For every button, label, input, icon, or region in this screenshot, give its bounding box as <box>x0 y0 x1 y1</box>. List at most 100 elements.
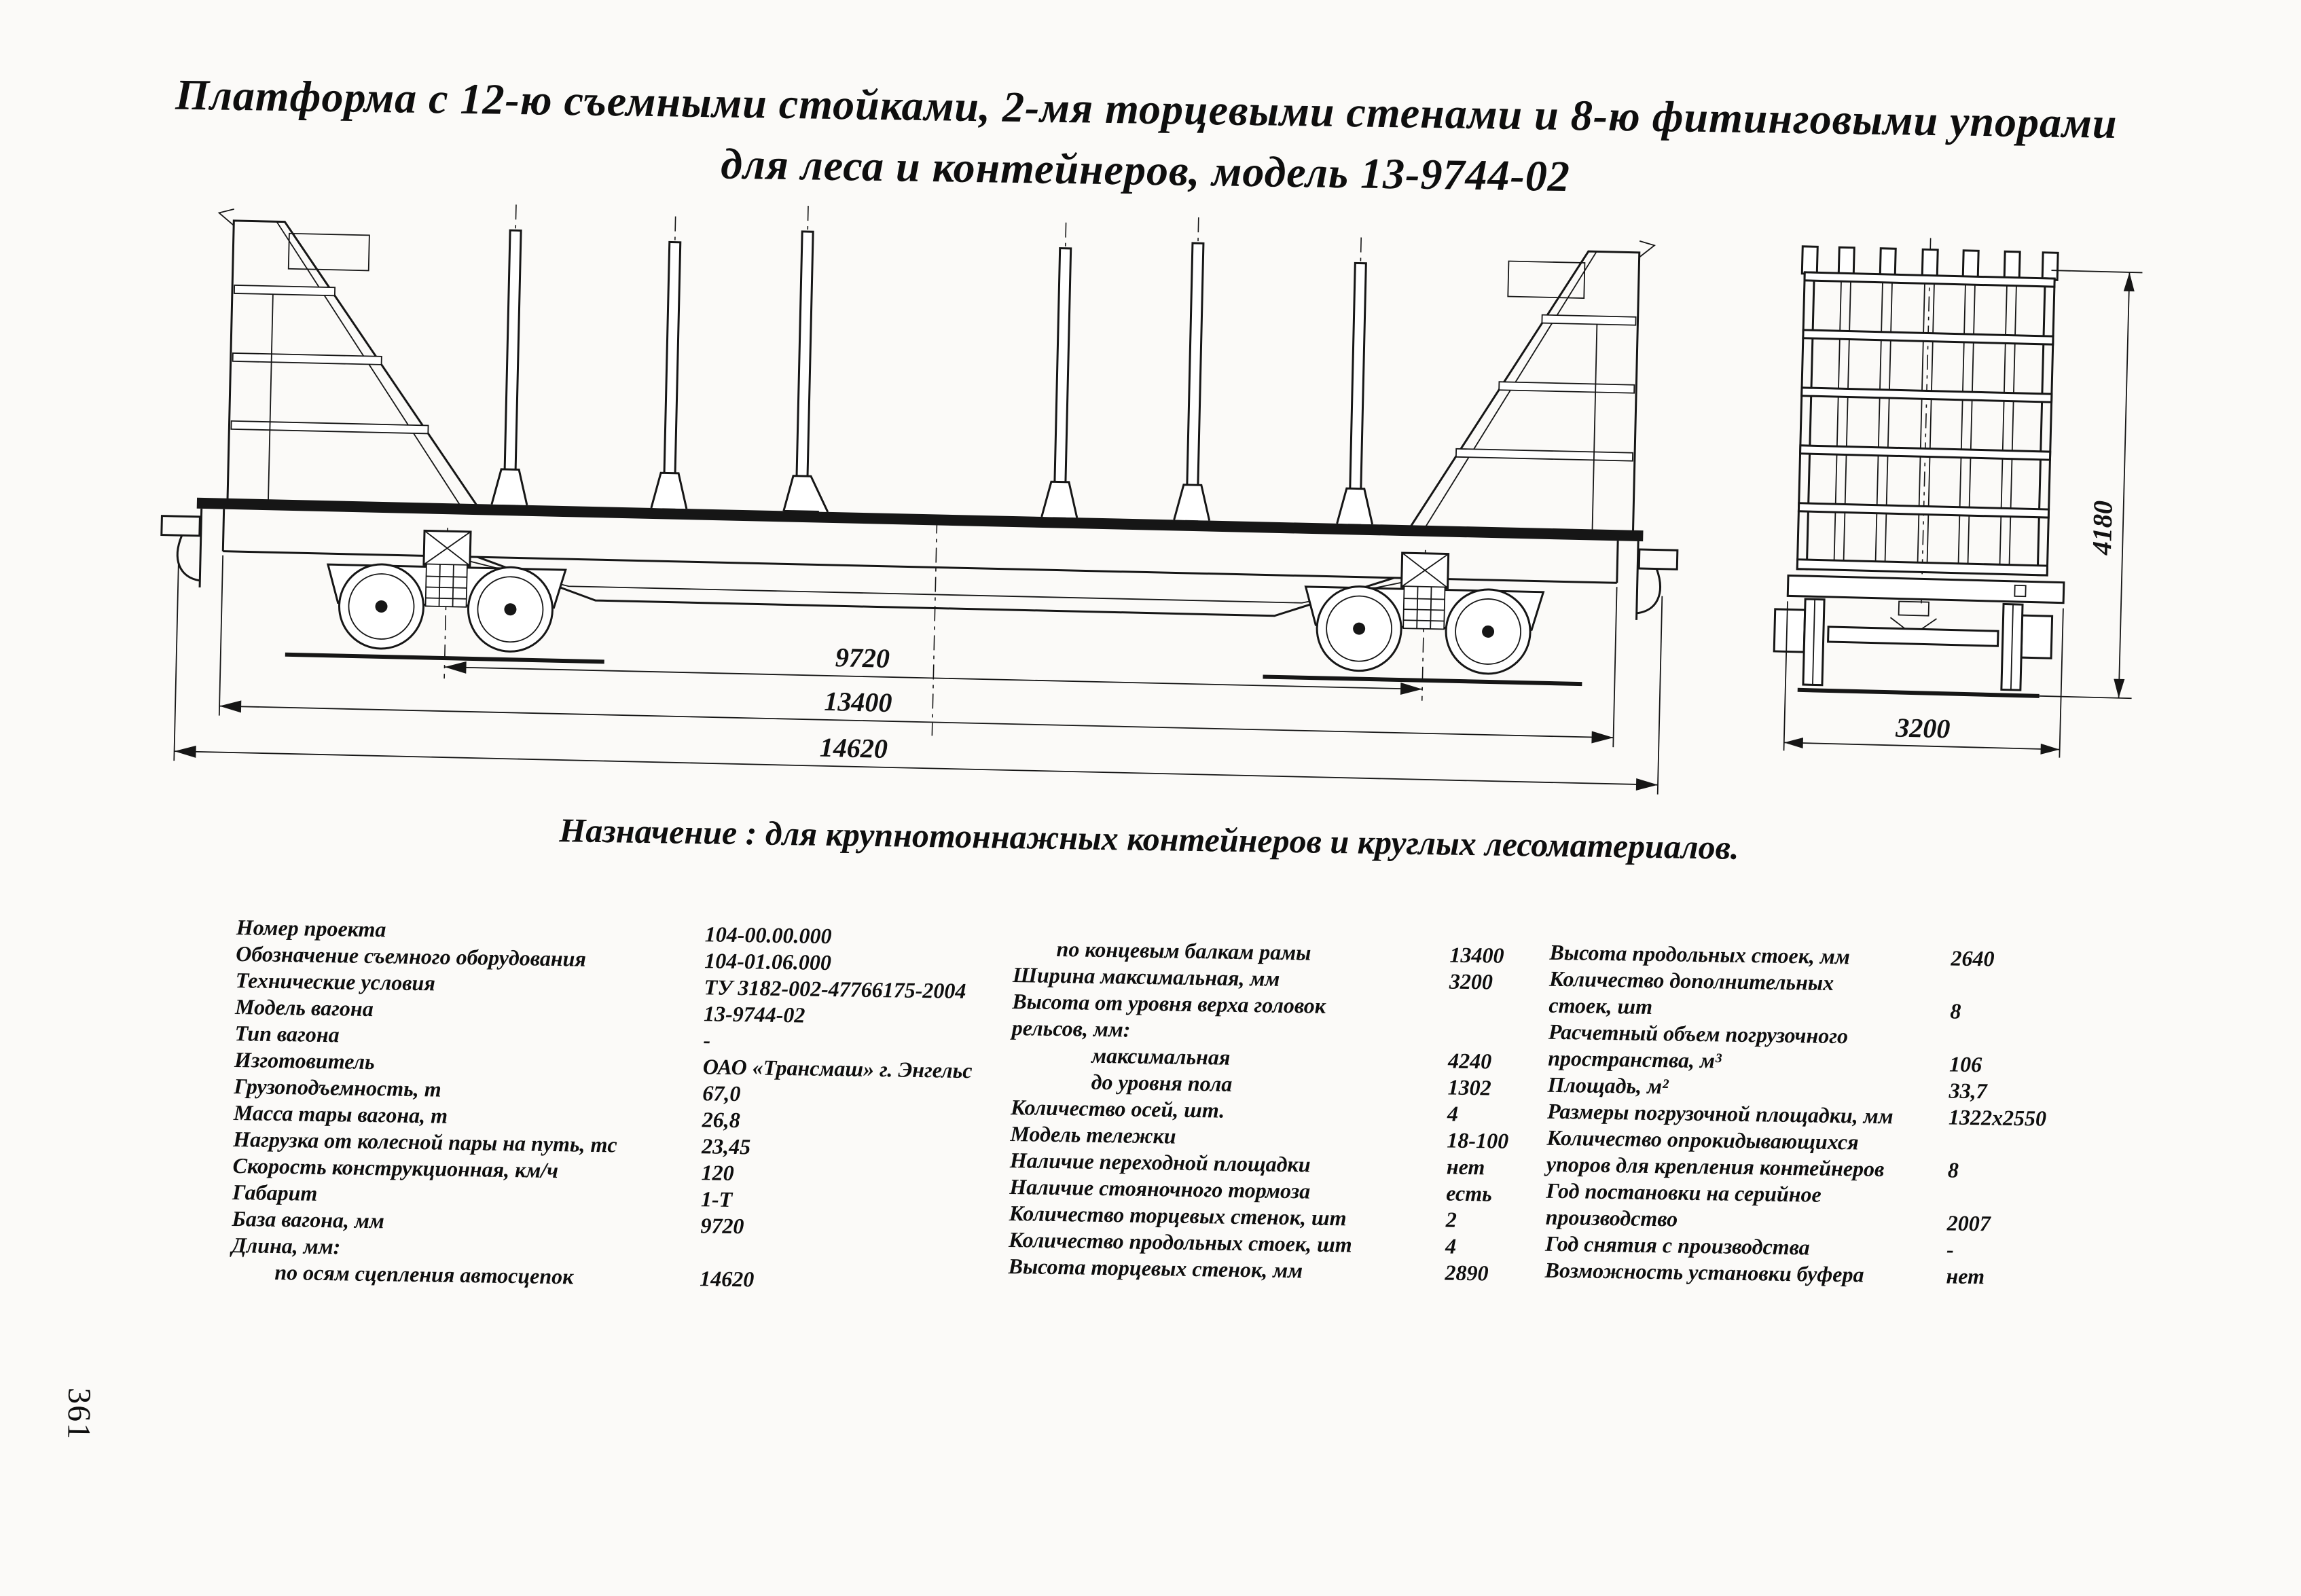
flatcar-end-view-drawing: 3200 4180 <box>1773 238 2143 758</box>
spec-label: Размеры погрузочной площадки, мм <box>1546 1098 1894 1129</box>
spec-label: Технические условия <box>235 968 436 996</box>
page-number: 361 <box>60 1387 98 1441</box>
spec-label: Возможность установки буфера <box>1544 1257 1864 1287</box>
dim-label-bogie-base: 9720 <box>835 642 890 674</box>
spec-value: 9720 <box>700 1213 744 1239</box>
spec-value: есть <box>1446 1180 1493 1206</box>
spec-label: Год постановки на серийное <box>1546 1178 1822 1207</box>
spec-value: 106 <box>1949 1051 1982 1077</box>
spec-value: 2640 <box>1951 945 1995 971</box>
spec-label: Изготовитель <box>234 1047 375 1074</box>
spec-value: 4 <box>1447 1101 1459 1126</box>
stake <box>650 216 688 510</box>
spec-value: нет <box>1446 1154 1485 1180</box>
spec-value: 104-00.00.000 <box>704 922 832 949</box>
spec-value: 120 <box>701 1160 734 1185</box>
spec-value: 2007 <box>1946 1210 1991 1236</box>
purpose-text: Назначение : для крупнотоннажных контейн… <box>559 811 1739 867</box>
spec-label: Модель тележки <box>1010 1121 1176 1148</box>
end-underframe <box>1786 574 2065 604</box>
spec-label: Количество торцевых стенок, шт <box>1009 1200 1347 1231</box>
spec-value: ОАО «Трансмаш» г. Энгельс <box>702 1054 973 1083</box>
side-dimensions: 9720 13400 14620 <box>173 555 1663 795</box>
flatcar-side-view-drawing: 9720 13400 14620 <box>160 204 1679 795</box>
spec-label: Ширина максимальная, мм <box>1012 962 1280 991</box>
spec-value: 18-100 <box>1447 1127 1509 1153</box>
spec-value: 8 <box>1950 998 1961 1023</box>
spec-value: 13-9744-02 <box>703 1001 805 1028</box>
dim-label-width: 3200 <box>1895 712 1951 744</box>
spec-value: нет <box>1946 1263 1985 1289</box>
spec-label: Количество опрокидывающихся <box>1546 1125 1859 1155</box>
stake <box>1040 222 1079 519</box>
spec-label: Модель вагона <box>234 994 374 1021</box>
spec-row: Возможность установки буфера нет <box>1544 1257 1985 1289</box>
car-center-axis <box>931 518 938 736</box>
stake <box>1336 237 1374 526</box>
spec-value: 13400 <box>1449 942 1504 968</box>
spec-value: 14620 <box>700 1266 755 1292</box>
spec-value: - <box>1946 1237 1955 1262</box>
spec-row: по осям сцепления автосцепок 14620 <box>231 1258 754 1291</box>
spec-label: Обозначение съемного оборудования <box>236 941 587 971</box>
stake <box>1173 217 1211 522</box>
spec-value: 26,8 <box>702 1107 741 1133</box>
spec-value: 2 <box>1445 1207 1457 1232</box>
spec-value: 4240 <box>1447 1048 1492 1074</box>
spec-label: Высота продольных стоек, мм <box>1549 939 1851 969</box>
spec-value: 104-01.06.000 <box>704 948 832 975</box>
left-bogie <box>285 528 604 679</box>
spec-value: 1-Т <box>700 1186 733 1212</box>
spec-label: Длина, мм: <box>231 1233 341 1259</box>
spec-value: 33,7 <box>1949 1078 1987 1104</box>
spec-value: 4 <box>1445 1233 1457 1258</box>
spec-label: Номер проекта <box>236 915 386 942</box>
spec-value: 1302 <box>1447 1074 1491 1100</box>
left-end-wall <box>217 208 480 509</box>
spec-label: до уровня пола <box>1091 1069 1233 1096</box>
stake <box>782 206 829 513</box>
spec-value: 3200 <box>1449 968 1493 994</box>
spec-label: Грузоподъемность, т <box>234 1074 441 1102</box>
spec-label: по осям сцепления автосцепок <box>274 1259 574 1289</box>
spec-label: стоек, шт <box>1548 992 1653 1019</box>
right-end-wall <box>1408 240 1656 534</box>
stake <box>490 204 528 506</box>
spec-value: 23,45 <box>701 1133 751 1159</box>
spec-label: Количество продольных стоек, шт <box>1008 1227 1352 1257</box>
end-view-center-axis <box>1921 238 1932 609</box>
spec-label: Год снятия с производства <box>1544 1231 1810 1260</box>
spec-value: 2890 <box>1445 1260 1489 1286</box>
spec-label: пространства, м³ <box>1548 1045 1722 1073</box>
spec-label: Масса тары вагона, т <box>233 1100 448 1128</box>
spec-label: Скорость конструкционная, км/ч <box>232 1153 559 1183</box>
left-coupler <box>160 508 203 587</box>
spec-value: 67,0 <box>702 1081 741 1106</box>
spec-label: Площадь, м² <box>1547 1072 1669 1099</box>
dim-label-end-beams: 13400 <box>824 686 892 718</box>
spec-label: производство <box>1545 1204 1678 1231</box>
wheelset <box>1773 598 2054 698</box>
end-dimensions: 3200 4180 <box>1783 270 2143 758</box>
dim-label-height: 4180 <box>2086 501 2118 556</box>
spec-label: Количество осей, шт. <box>1010 1095 1225 1123</box>
stake-tops <box>1800 245 2059 281</box>
end-wall-grid <box>1796 271 2056 577</box>
spec-label: упоров для крепления контейнеров <box>1546 1151 1885 1182</box>
spec-label: Наличие переходной площадки <box>1009 1147 1311 1177</box>
spec-label: рельсов, мм: <box>1011 1015 1131 1042</box>
right-coupler <box>1635 541 1679 620</box>
spec-label: по концевым балкам рамы <box>1056 936 1311 965</box>
dim-label-coupler-length: 14620 <box>819 732 888 764</box>
spec-label: Наличие стояночного тормоза <box>1009 1174 1311 1203</box>
spec-value: 8 <box>1947 1157 1959 1182</box>
removable-stakes <box>490 204 1374 526</box>
spec-label: База вагона, мм <box>232 1206 385 1233</box>
spec-value: 1322х2550 <box>1948 1104 2047 1131</box>
spec-label: максимальная <box>1091 1042 1231 1070</box>
